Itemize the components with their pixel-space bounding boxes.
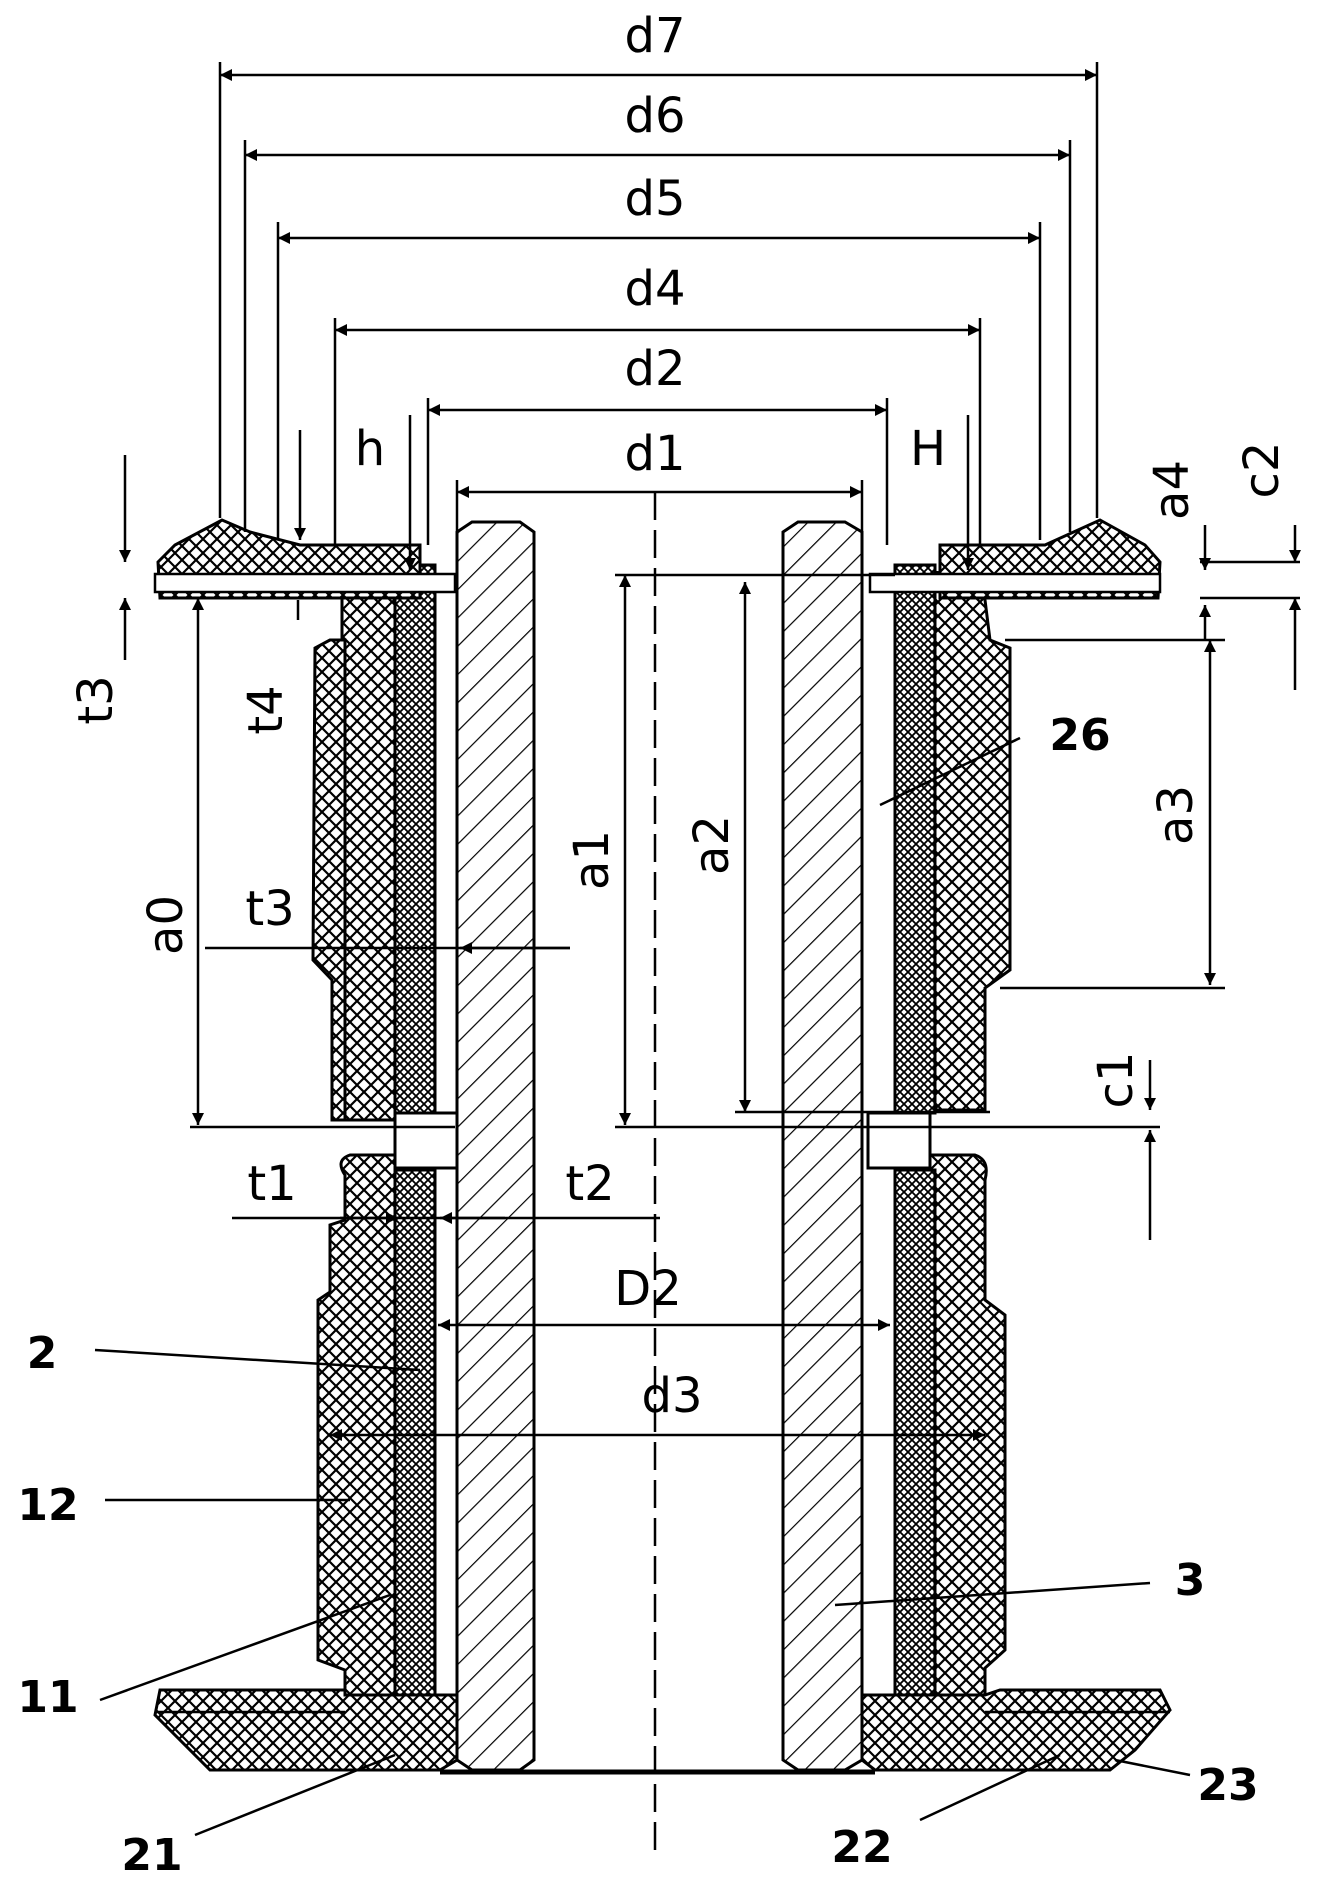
label-H: H: [910, 421, 946, 477]
label-t2: t2: [565, 1156, 614, 1212]
label-c1: c1: [1088, 1052, 1144, 1109]
part-12: 12: [17, 1480, 78, 1531]
top-flange-insert-right: [870, 574, 1160, 592]
label-d3: d3: [641, 1368, 702, 1424]
label-d4: d4: [624, 261, 685, 317]
label-t1: t1: [247, 1156, 296, 1212]
label-c2: c2: [1234, 442, 1290, 499]
label-h: h: [355, 421, 385, 477]
label-d2: d2: [624, 341, 685, 397]
top-flange-insert-left: [155, 574, 455, 592]
label-d7: d7: [624, 8, 685, 64]
label-d1: d1: [624, 426, 685, 482]
label-t3-mid: t3: [245, 881, 294, 937]
part-21: 21: [121, 1830, 182, 1881]
part-23: 23: [1197, 1760, 1258, 1811]
part-11: 11: [17, 1672, 78, 1723]
label-t4: t4: [238, 685, 294, 734]
label-a3: a3: [1148, 785, 1204, 845]
bottom-flange: [155, 1690, 1170, 1770]
part-26: 26: [1049, 710, 1110, 761]
part-2: 2: [27, 1328, 58, 1379]
label-d6: d6: [624, 88, 685, 144]
label-a2: a2: [684, 815, 740, 875]
label-a1: a1: [564, 830, 620, 890]
central-tube: [457, 522, 862, 1770]
label-a4: a4: [1144, 460, 1200, 520]
label-d5: d5: [624, 171, 685, 227]
label-D2: D2: [614, 1261, 682, 1317]
label-t3-top: t3: [68, 675, 124, 724]
label-a0: a0: [138, 895, 194, 955]
part-22: 22: [831, 1822, 892, 1873]
part-3: 3: [1175, 1555, 1206, 1606]
